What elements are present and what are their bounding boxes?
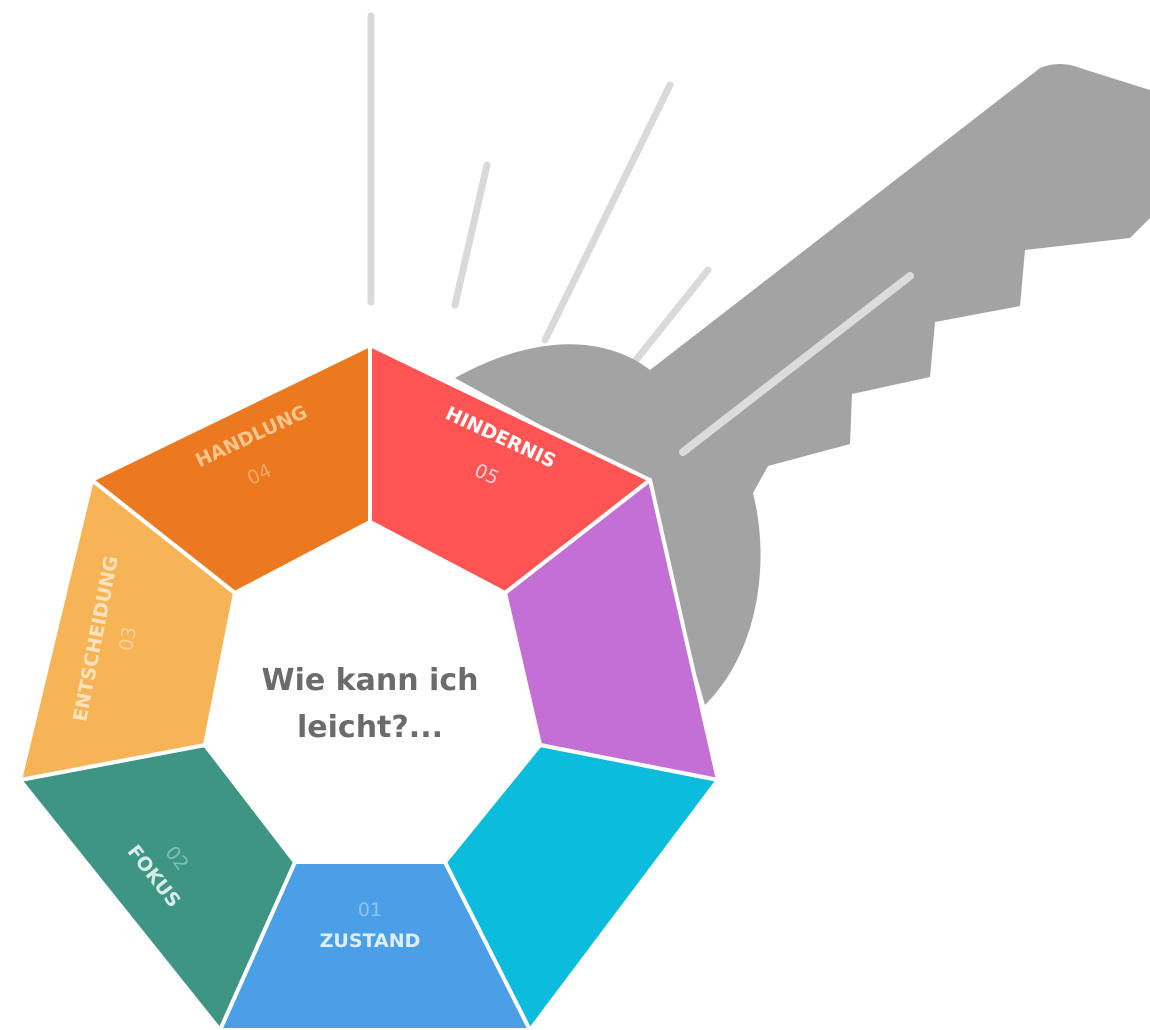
key-shape: [455, 64, 1150, 705]
center-question-line1: Wie kann ich: [262, 663, 479, 698]
zustand-number: 01: [358, 899, 382, 921]
burst-line: [451, 161, 491, 309]
burst-lines: [367, 12, 712, 384]
zustand-label: ZUSTAND: [320, 930, 421, 952]
burst-line: [541, 81, 674, 344]
entscheidung-number: 03: [115, 625, 141, 653]
key-highlight: [679, 272, 914, 456]
key-icon: [455, 64, 1150, 705]
center-question-line2: leicht?...: [297, 710, 443, 745]
heptagon-ring: [18, 343, 720, 1030]
center-hole: [202, 519, 543, 864]
